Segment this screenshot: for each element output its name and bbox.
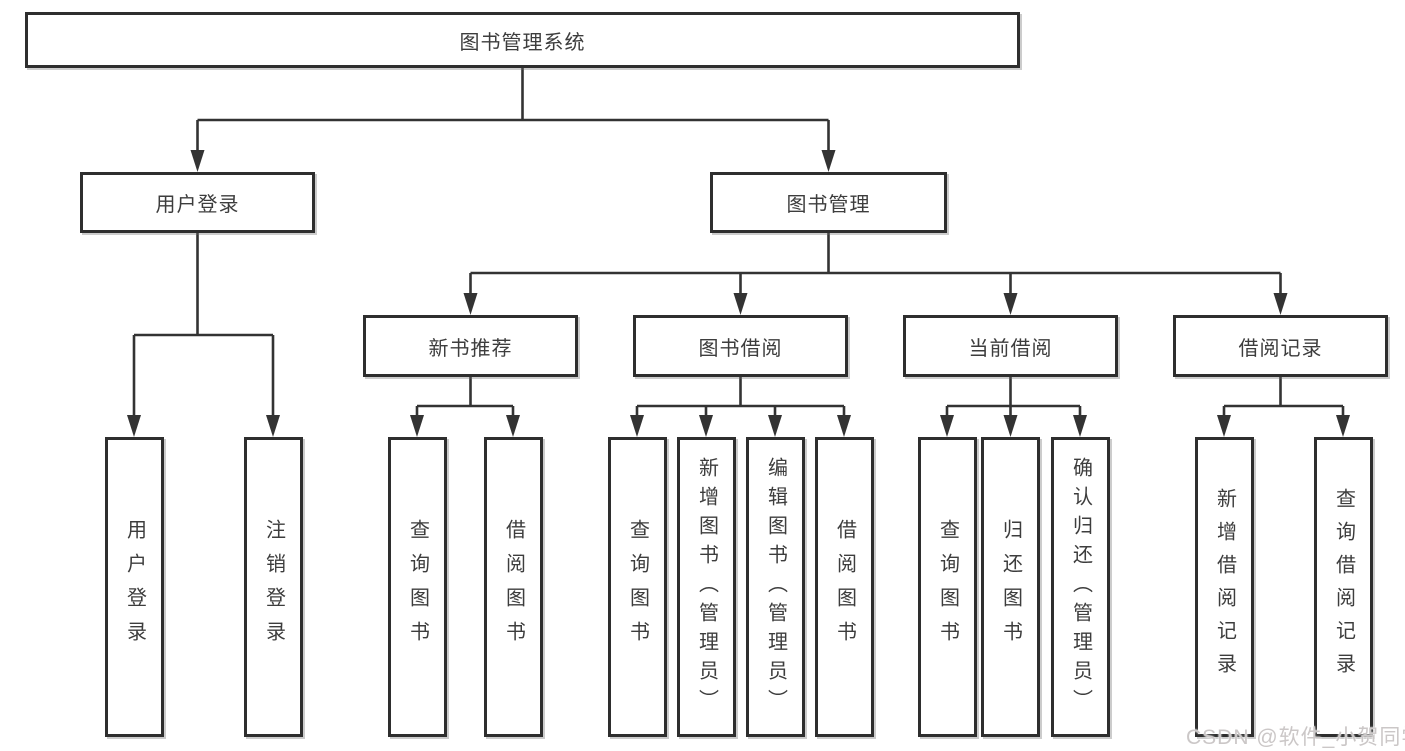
- node-book-borrow: 图书借阅: [633, 315, 848, 377]
- leaf-label: 新增借阅记录: [1213, 488, 1236, 686]
- leaf-query-borrow-record: 查询借阅记录: [1314, 437, 1373, 737]
- leaf-add-book-admin: 新增图书（管理员）: [677, 437, 736, 737]
- node-root-system: 图书管理系统: [25, 12, 1020, 68]
- leaf-label: 查询图书: [626, 519, 649, 655]
- node-new-book-recommend: 新书推荐: [363, 315, 578, 377]
- leaf-label: 新增图书（管理员）: [695, 456, 718, 718]
- node-label: 新书推荐: [428, 337, 513, 360]
- leaf-label: 用户登录: [123, 519, 146, 655]
- node-label: 图书借阅: [698, 337, 783, 360]
- leaf-label: 查询图书: [406, 519, 429, 655]
- node-user-login: 用户登录: [80, 172, 315, 233]
- node-label: 图书管理系统: [459, 31, 586, 54]
- leaf-label: 编辑图书（管理员）: [764, 456, 787, 718]
- node-borrow-records: 借阅记录: [1173, 315, 1388, 377]
- csdn-watermark: CSDN @软件_小贺同学: [1186, 726, 1405, 749]
- node-label: 图书管理: [786, 194, 871, 216]
- node-label: 用户登录: [155, 194, 240, 216]
- leaf-query-books-recommend: 查询图书: [388, 437, 447, 737]
- node-book-management: 图书管理: [710, 172, 947, 233]
- leaf-logout: 注销登录: [244, 437, 303, 737]
- leaf-user-login: 用户登录: [105, 437, 164, 737]
- leaf-label: 归还图书: [999, 519, 1022, 655]
- leaf-borrow-books: 借阅图书: [815, 437, 874, 737]
- arrowheads: [127, 150, 1350, 437]
- leaf-label: 借阅图书: [833, 519, 856, 655]
- leaf-query-books-current: 查询图书: [918, 437, 977, 737]
- node-label: 当前借阅: [968, 337, 1053, 360]
- leaf-query-books-borrow: 查询图书: [608, 437, 667, 737]
- leaf-label: 查询借阅记录: [1332, 488, 1355, 686]
- leaf-label: 查询图书: [936, 519, 959, 655]
- leaf-label: 注销登录: [262, 519, 285, 655]
- leaf-label: 借阅图书: [502, 519, 525, 655]
- leaf-add-borrow-record: 新增借阅记录: [1195, 437, 1254, 737]
- node-current-borrow: 当前借阅: [903, 315, 1118, 377]
- leaf-borrow-books-recommend: 借阅图书: [484, 437, 543, 737]
- leaf-edit-book-admin: 编辑图书（管理员）: [746, 437, 805, 737]
- leaf-confirm-return-admin: 确认归还（管理员）: [1051, 437, 1110, 737]
- leaf-return-books: 归还图书: [981, 437, 1040, 737]
- node-label: 借阅记录: [1238, 337, 1323, 360]
- leaf-label: 确认归还（管理员）: [1069, 456, 1092, 718]
